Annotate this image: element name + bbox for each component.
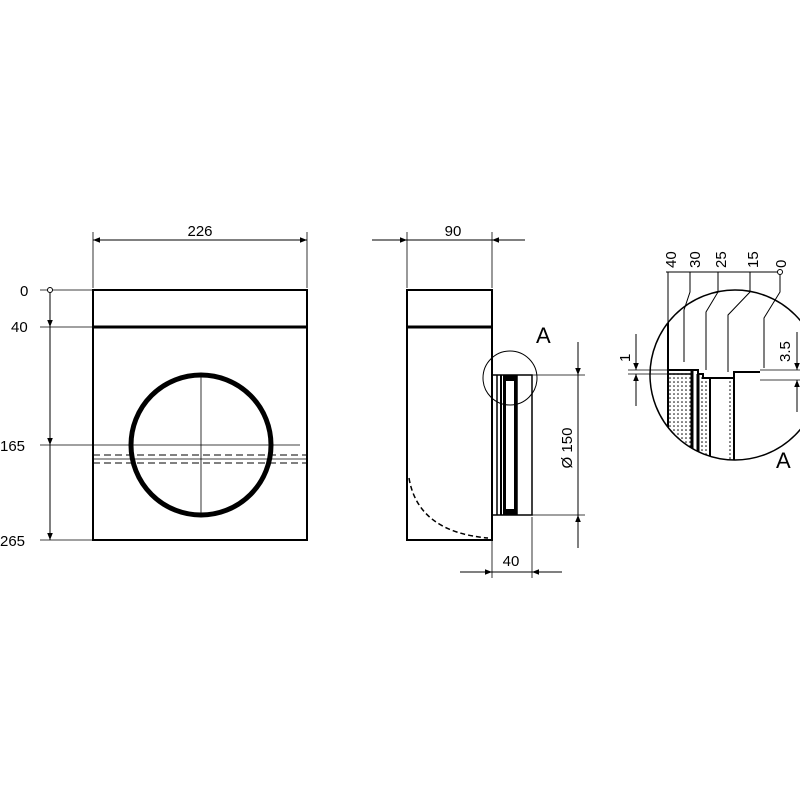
front-origin-dot	[47, 287, 53, 293]
front-width-label: 226	[187, 223, 212, 240]
front-housing	[92, 289, 308, 541]
detail-right-label: 3.5	[777, 341, 794, 362]
detail-left-label: 1	[617, 354, 634, 362]
detail-top-label-40: 40	[663, 251, 680, 268]
front-view: 226 0 40 165 265	[0, 223, 308, 550]
side-depth-label: 90	[445, 223, 462, 240]
detail-origin-dot	[777, 269, 783, 275]
side-view: A 90 Ø 150 40	[372, 223, 585, 578]
detail-leader	[763, 275, 781, 368]
detail-marker-circle	[482, 350, 538, 406]
detail-marker-label: A	[536, 323, 551, 348]
detail-view: 40 30 25 15 0 1 3.5 A	[617, 251, 800, 473]
detail-boundary-circle	[649, 289, 800, 461]
detail-leader	[683, 272, 691, 362]
detail-leader	[705, 272, 719, 370]
detail-top-label-30: 30	[687, 251, 704, 268]
detail-flange-profile	[668, 369, 760, 379]
side-spigot-gasket-inner	[506, 381, 514, 509]
detail-top-label-25: 25	[713, 251, 730, 268]
side-hidden-bend	[408, 477, 489, 539]
side-diameter-label: Ø 150	[559, 428, 576, 469]
detail-leader	[727, 272, 751, 372]
detail-dotted-strip	[668, 372, 692, 460]
detail-title: A	[776, 448, 791, 473]
level-0-label: 0	[20, 283, 28, 300]
side-spigot-label: 40	[503, 553, 520, 570]
detail-top-label-15: 15	[745, 251, 762, 268]
detail-dotted-strip	[700, 376, 710, 460]
level-265-label: 265	[0, 533, 25, 550]
level-40-label: 40	[11, 319, 28, 336]
level-165-label: 165	[0, 438, 25, 455]
detail-dotted-strip	[728, 376, 734, 460]
detail-top-label-0: 0	[773, 260, 790, 268]
